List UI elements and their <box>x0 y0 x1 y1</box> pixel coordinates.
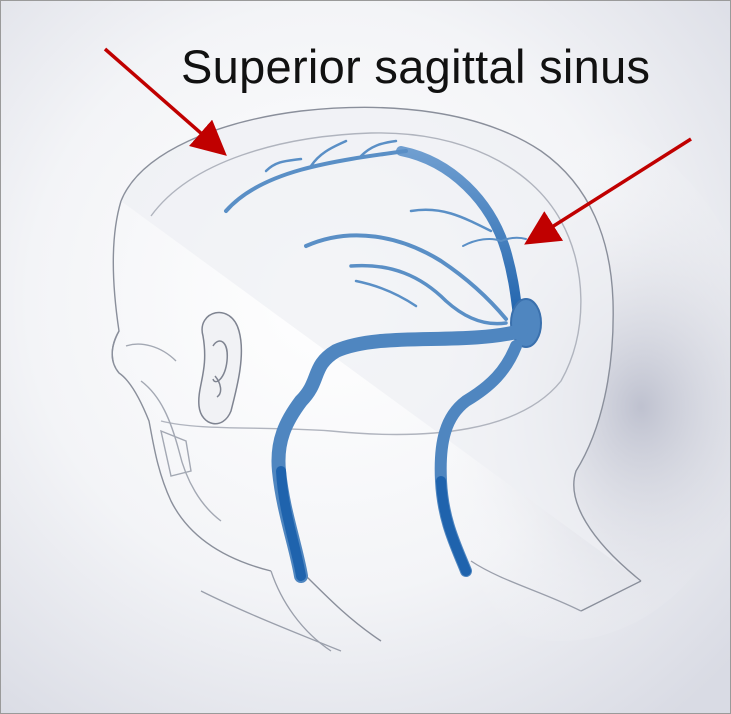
figure-label: Superior sagittal sinus <box>181 39 721 94</box>
sinus-confluence <box>511 299 541 347</box>
